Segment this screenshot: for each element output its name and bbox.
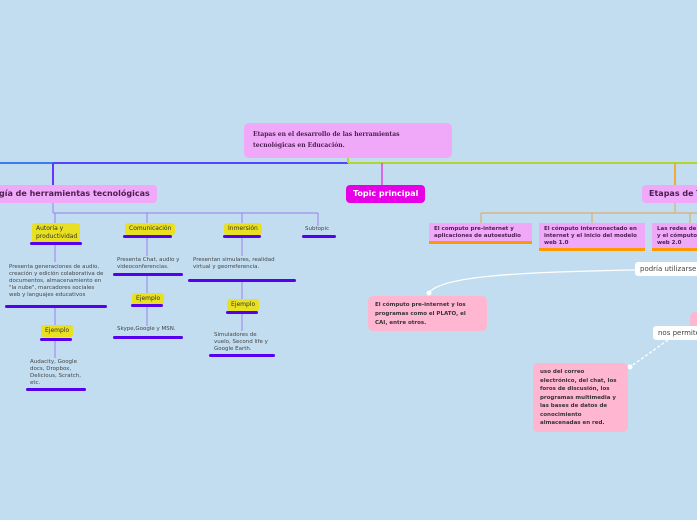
comunicacion-example-text[interactable]: Skype,Google y MSN.: [117, 326, 176, 332]
relation-label-podria[interactable]: podría utilizarse: [635, 262, 697, 276]
underline: [188, 279, 296, 282]
underline: [223, 235, 261, 238]
autoria-desc[interactable]: Presenta generaciones de audio, creación…: [9, 264, 104, 298]
main-topic-left[interactable]: gía de herramientas tecnológicas: [0, 185, 157, 203]
subtopic-generic[interactable]: Subtopic: [305, 226, 330, 232]
main-topic-center[interactable]: Topic principal: [346, 185, 426, 203]
root-topic[interactable]: Etapas en el desarrollo de las herramien…: [244, 123, 452, 158]
underline: [123, 235, 172, 238]
underline: [5, 305, 107, 308]
note-pre-internet[interactable]: El cómputo pre-internet y los programas …: [368, 296, 487, 331]
subtopic-comunicacion[interactable]: Comunicación: [125, 223, 176, 235]
underline: [226, 311, 258, 314]
underline: [40, 338, 72, 341]
subtopic-autoria[interactable]: Autoría y productividad: [32, 223, 80, 243]
inmersion-example-text[interactable]: Simuladores de vuelo, Second life y Goog…: [214, 332, 268, 352]
autoria-example-text[interactable]: Audacity, Google docs, Dropbox, Deliciou…: [30, 359, 82, 386]
inmersion-ejemplo[interactable]: Ejemplo: [227, 299, 260, 311]
stage-1[interactable]: El computo pre-internet y aplicaciones d…: [429, 223, 532, 244]
relation-label-nos-permite[interactable]: nos permite: [653, 326, 697, 340]
autoria-ejemplo[interactable]: Ejemplo: [41, 325, 74, 337]
underline: [113, 336, 183, 339]
inmersion-desc[interactable]: Presentan simulares, realidad virtual y …: [193, 257, 275, 270]
underline: [131, 304, 163, 307]
subtopic-inmersion[interactable]: Inmersión: [224, 223, 262, 235]
comunicacion-ejemplo[interactable]: Ejemplo: [132, 293, 165, 305]
underline: [302, 235, 336, 238]
comunicacion-desc[interactable]: Presenta Chat, audio y videoconferencias…: [117, 257, 180, 270]
note-partial[interactable]: [690, 312, 697, 330]
main-topic-right[interactable]: Etapas de TIC: [642, 185, 697, 203]
underline: [26, 388, 86, 391]
underline: [113, 273, 183, 276]
stage-3[interactable]: Las redes de ... y el cómputo ... web 2.…: [652, 223, 697, 251]
note-web1-uses[interactable]: uso del correo electrónico, del chat, lo…: [533, 363, 628, 432]
underline: [209, 354, 275, 357]
underline: [30, 242, 82, 245]
stage-2[interactable]: El cómputo interconectado en internet y …: [539, 223, 645, 251]
